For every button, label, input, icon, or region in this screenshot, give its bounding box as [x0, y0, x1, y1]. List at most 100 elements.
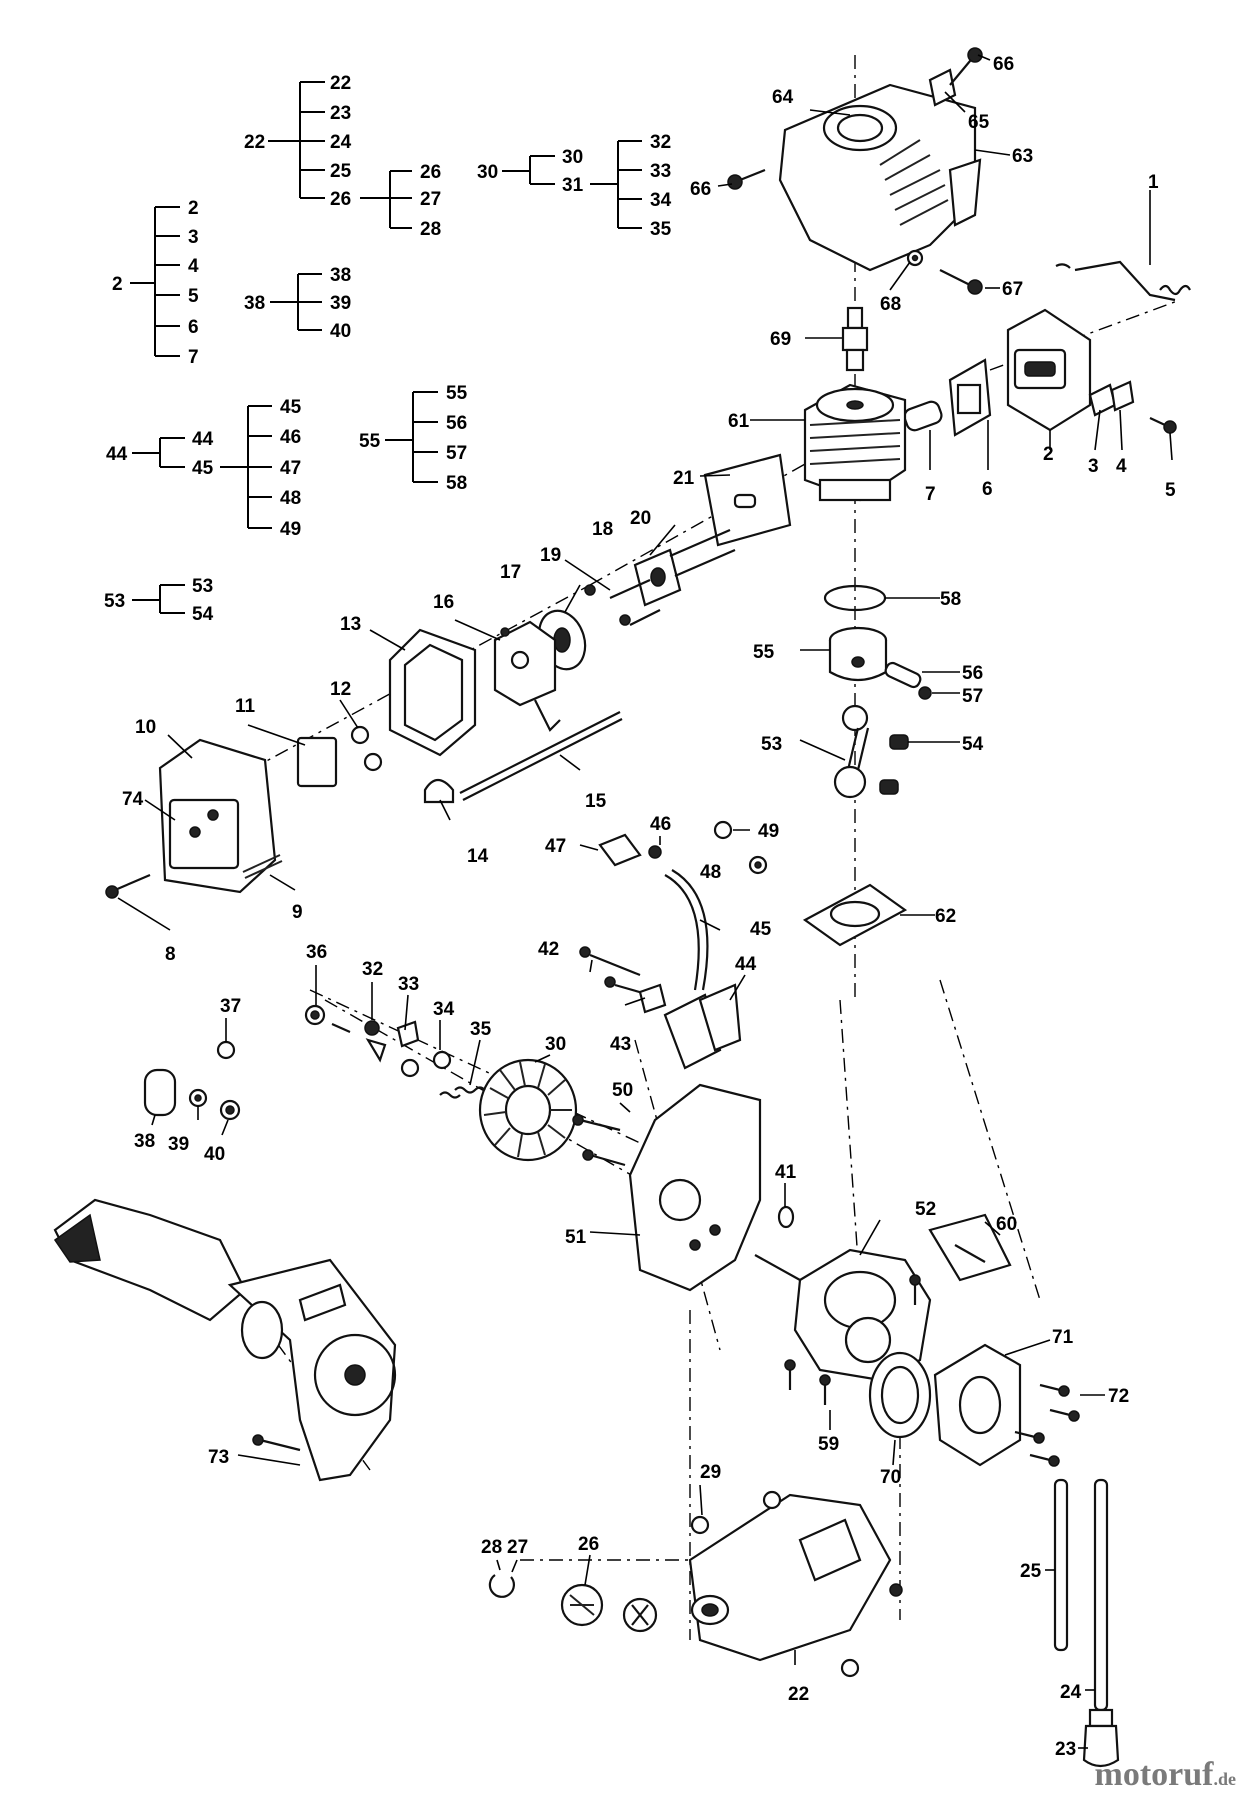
air-filter-base-part: [388, 628, 477, 757]
callout-29: 29: [700, 1462, 721, 1483]
callout-20: 20: [630, 508, 651, 529]
callout-32: 32: [362, 959, 383, 980]
callout-33: 33: [398, 974, 419, 995]
svg-text:33: 33: [650, 161, 671, 182]
callout-66-side: 66: [690, 179, 711, 200]
kit-53-head-label: 53: [104, 591, 125, 612]
leader-lines: [117, 54, 1173, 1749]
svg-text:24: 24: [330, 132, 352, 153]
fuel-line-part: [664, 869, 709, 991]
callout-66-top: 66: [993, 54, 1014, 75]
svg-text:39: 39: [330, 293, 351, 314]
callout-44: 44: [735, 954, 757, 975]
cover-screws-72-part: [1014, 1383, 1080, 1467]
callout-12: 12: [330, 679, 351, 700]
kit-22-head-label: 22: [244, 132, 265, 153]
callout-9: 9: [292, 902, 303, 923]
callout-67: 67: [1002, 279, 1023, 300]
callout-23: 23: [1055, 1739, 1076, 1760]
exhaust-gasket-part: [903, 400, 943, 432]
air-filter-element-part: [296, 736, 338, 788]
crankcase-gasket-60-part: [928, 1213, 1012, 1282]
spark-plug-part: [841, 306, 869, 372]
kit-38-head-label: 38: [244, 293, 265, 314]
callout-numbers: 1 2 3 4 5 6 7 8 9 10 11 12 13 14 15 16 1…: [122, 54, 1176, 1760]
svg-text:25: 25: [330, 161, 352, 182]
svg-text:57: 57: [446, 443, 467, 464]
svg-text:2: 2: [188, 198, 199, 219]
callout-53: 53: [761, 734, 782, 755]
svg-text:30: 30: [562, 147, 583, 168]
svg-text:55: 55: [446, 383, 468, 404]
carburetor-part: [493, 620, 561, 732]
crankcase-main-part: [754, 1248, 932, 1382]
callout-63: 63: [1012, 146, 1033, 167]
svg-text:54: 54: [192, 604, 214, 625]
callout-60: 60: [996, 1214, 1017, 1235]
callout-46: 46: [650, 814, 671, 835]
fuel-tank-part: [688, 1493, 892, 1662]
callout-34: 34: [433, 999, 455, 1020]
callout-62: 62: [935, 906, 956, 927]
intake-gasket-part: [703, 453, 792, 547]
svg-text:45: 45: [280, 397, 302, 418]
flywheel-part: [478, 1058, 578, 1162]
svg-text:23: 23: [330, 103, 351, 124]
nut-12-part: [350, 725, 383, 772]
callout-27: 27: [507, 1537, 528, 1558]
svg-text:34: 34: [650, 190, 672, 211]
svg-text:22: 22: [330, 73, 351, 94]
svg-text:44: 44: [192, 429, 214, 450]
svg-text:32: 32: [650, 132, 671, 153]
fuel-cap-part: [488, 1574, 658, 1633]
piston-pin-part: [884, 661, 932, 700]
nut-48-49-part: [713, 820, 768, 875]
svg-text:49: 49: [280, 519, 301, 540]
svg-text:26: 26: [420, 162, 441, 183]
svg-text:6: 6: [188, 317, 199, 338]
callout-15: 15: [585, 791, 607, 812]
choke-knob-part: [423, 778, 455, 804]
callout-24: 24: [1060, 1682, 1082, 1703]
svg-text:3: 3: [188, 227, 199, 248]
choke-rod-part: [459, 711, 623, 801]
callout-49: 49: [758, 821, 779, 842]
crankcase-screws-part: [784, 1274, 921, 1405]
svg-text:56: 56: [446, 413, 467, 434]
callout-5: 5: [1165, 480, 1176, 501]
tank-grommets-part: [690, 1490, 903, 1678]
svg-text:27: 27: [420, 189, 441, 210]
screw-66-side-part: [727, 168, 766, 190]
callout-2: 2: [1043, 444, 1054, 465]
callout-59: 59: [818, 1434, 839, 1455]
svg-text:4: 4: [188, 256, 199, 277]
primer-bulb-part: [598, 833, 662, 867]
muffler-part: [1006, 308, 1092, 432]
cylinder-shroud-part: [778, 68, 982, 272]
dowel-pin-part: [777, 1205, 795, 1229]
callout-42: 42: [538, 939, 559, 960]
callout-30: 30: [545, 1034, 566, 1055]
muffler-gasket-part: [948, 358, 992, 437]
callout-41: 41: [775, 1162, 797, 1183]
callout-70: 70: [880, 1467, 901, 1488]
svg-text:40: 40: [330, 321, 351, 342]
callout-6: 6: [982, 479, 993, 500]
callout-19: 19: [540, 545, 561, 566]
callout-55: 55: [753, 642, 775, 663]
callout-26: 26: [578, 1534, 599, 1555]
piston-part: [828, 626, 888, 682]
callout-68: 68: [880, 294, 901, 315]
callout-48: 48: [700, 862, 721, 883]
callout-74: 74: [122, 789, 144, 810]
callout-14: 14: [467, 846, 489, 867]
fuel-pickup-tube-part: [1053, 1478, 1120, 1768]
kit-44-head-label: 44: [106, 444, 128, 465]
kit-table-30: 30 30 31 32 33 34 35: [477, 132, 672, 240]
throttle-spring-part: [1055, 260, 1191, 302]
starter-housing-part: [53, 1198, 397, 1482]
callout-25: 25: [1020, 1561, 1042, 1582]
callout-40: 40: [204, 1144, 225, 1165]
callout-61: 61: [728, 411, 750, 432]
